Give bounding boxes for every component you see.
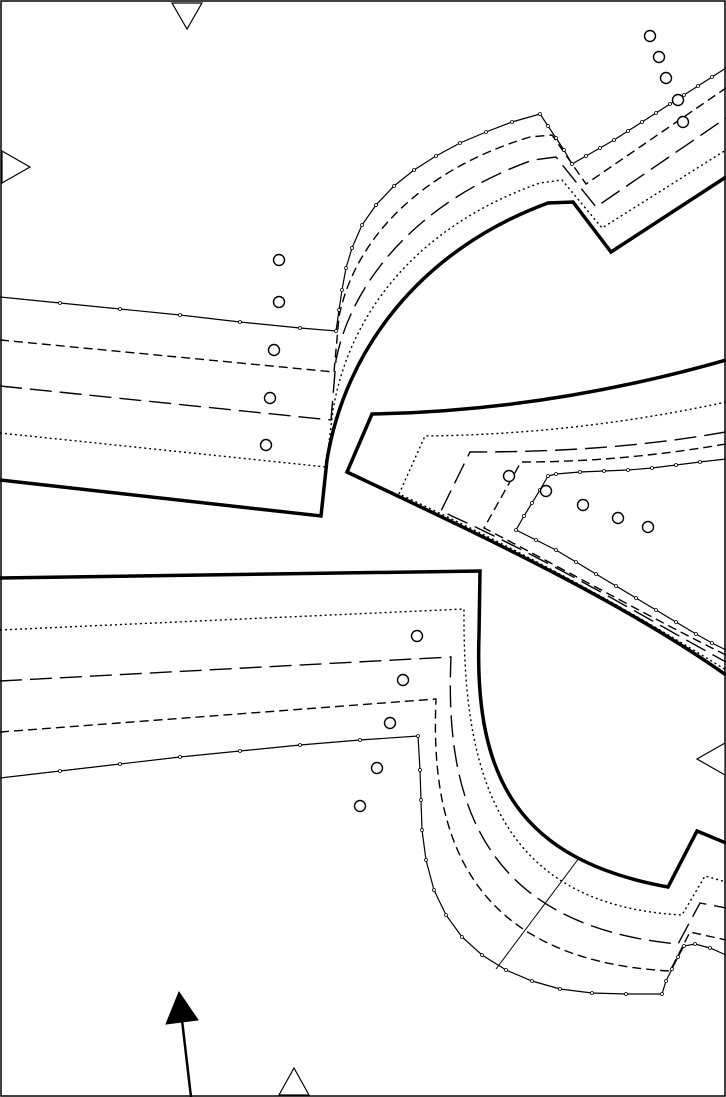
circle-marker	[576, 498, 590, 512]
lower-left-beaded-contour	[0, 734, 726, 996]
circle-marker	[353, 799, 367, 813]
triangle-marker-left	[1, 149, 32, 185]
triangle-marker-right	[695, 741, 726, 777]
upper-left-longdash-contour	[0, 117, 726, 421]
north-arrow-shaft	[180, 1019, 193, 1097]
circle-marker	[383, 716, 397, 730]
circle-marker	[370, 761, 384, 775]
circle-marker	[611, 511, 625, 525]
circle-marker	[272, 295, 286, 309]
lower-left-dotted-contour	[0, 608, 726, 916]
circle-marker	[659, 71, 673, 85]
circle-marker	[272, 253, 286, 267]
circle-marker	[641, 520, 655, 534]
circle-marker	[671, 93, 685, 107]
north-arrow-head	[165, 990, 199, 1025]
circle-marker	[267, 343, 281, 357]
circle-marker	[263, 391, 277, 405]
triangle-marker-top	[170, 2, 204, 31]
circle-marker	[643, 29, 657, 43]
circle-marker	[652, 50, 666, 64]
circle-marker	[502, 469, 516, 483]
circle-marker	[410, 629, 424, 643]
circle-marker	[676, 115, 690, 129]
north-arrow	[165, 990, 199, 1097]
circle-marker	[396, 673, 410, 687]
lower-section-line	[495, 857, 580, 970]
circle-marker	[259, 438, 273, 452]
circle-markers-group	[259, 29, 690, 813]
triangle-marker-bottom	[277, 1066, 311, 1096]
upper-left-beaded-contour	[0, 67, 726, 333]
middle-right-beaded-contour	[514, 458, 726, 651]
circle-marker	[539, 484, 553, 498]
